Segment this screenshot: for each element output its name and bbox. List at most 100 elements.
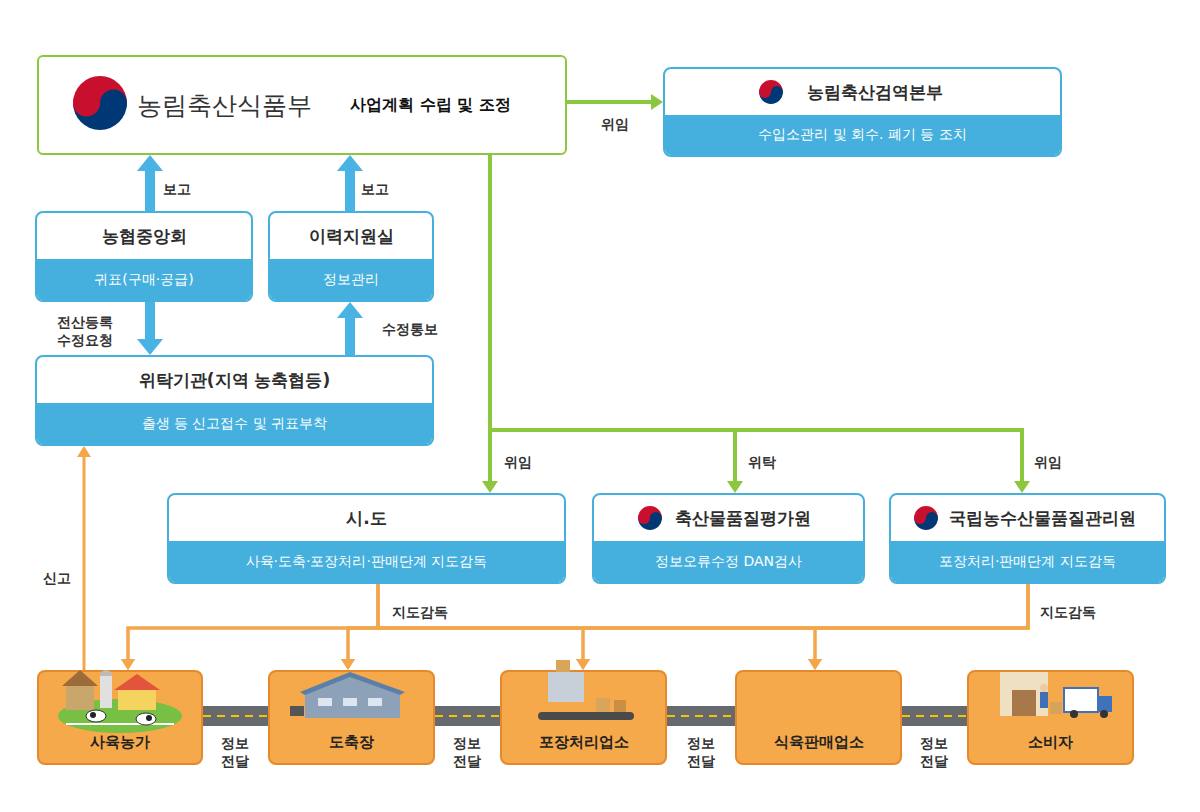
node-heading: 국립농수산물품질관리원 bbox=[949, 507, 1136, 530]
agency-box: 축산물품질평가원정보오류수정 DAN검사 bbox=[592, 493, 865, 584]
road-connector bbox=[902, 706, 967, 726]
edge-label: 정보 전달 bbox=[917, 734, 951, 770]
agency-box: 시.도사육·도축·포장처리·판매단계 지도감독 bbox=[167, 493, 566, 584]
edge-label: 보고 bbox=[355, 180, 395, 198]
edge-label: 위임 bbox=[595, 115, 635, 133]
road-center-line bbox=[667, 715, 735, 717]
arrow-connector bbox=[345, 171, 355, 211]
edge-label: 정보 전달 bbox=[684, 734, 718, 770]
connector-group bbox=[203, 716, 268, 717]
node-header: 국립농수산물품질관리원 bbox=[891, 495, 1164, 541]
arrow-connector bbox=[348, 584, 1028, 659]
edge-label: 지도감독 bbox=[385, 603, 455, 621]
node-header: 도축장 bbox=[270, 733, 433, 752]
edge-label: 위임 bbox=[498, 453, 538, 471]
arrow-connector bbox=[583, 584, 1028, 659]
connector-group bbox=[350, 318, 351, 355]
edge-label: 보고 bbox=[157, 180, 197, 198]
edge-label: 수정통보 bbox=[375, 320, 445, 338]
connector-group bbox=[583, 584, 1028, 659]
connector-group bbox=[567, 102, 651, 103]
arrow-connector bbox=[83, 457, 86, 670]
connector-group bbox=[84, 457, 85, 670]
supply-chain-stage: 포장처리업소 bbox=[500, 670, 667, 765]
node-heading: 포장처리업소 bbox=[539, 733, 629, 751]
arrow-connector bbox=[378, 584, 815, 659]
connector-group bbox=[378, 584, 815, 659]
arrow-connector bbox=[567, 100, 651, 104]
edge-label: 지도감독 bbox=[1033, 603, 1103, 621]
node-heading: 도축장 bbox=[329, 733, 374, 751]
connector-group bbox=[350, 171, 351, 211]
arrow-connector bbox=[145, 171, 155, 211]
supply-chain-stage: 소비자 bbox=[967, 670, 1134, 765]
node-band: 정보오류수정 DAN검사 bbox=[594, 541, 863, 582]
node-header: 축산물품질평가원 bbox=[594, 495, 863, 541]
arrow-connector bbox=[490, 155, 735, 481]
node-heading: 식육판매업소 bbox=[774, 733, 864, 751]
connector-group bbox=[815, 584, 1028, 659]
agency-box: 이력지원실정보관리 bbox=[268, 211, 434, 302]
edge-label: 신고 bbox=[37, 569, 77, 587]
node-band: 출생 등 신고접수 및 귀표부착 bbox=[37, 403, 432, 444]
connector-group bbox=[667, 716, 735, 717]
edge-label: 위임 bbox=[1028, 453, 1068, 471]
node-heading: 위탁기관(지역 농축협등) bbox=[139, 369, 330, 392]
arrow-connector bbox=[128, 584, 1028, 659]
arrow-connector bbox=[378, 584, 583, 659]
node-body: 사육·도축·포장처리·판매단계 지도감독 bbox=[246, 553, 488, 571]
node-heading: 시.도 bbox=[346, 507, 386, 530]
edge-label: 정보 전달 bbox=[218, 734, 252, 770]
connector-group bbox=[150, 302, 151, 339]
connector-group bbox=[128, 584, 378, 659]
node-header: 포장처리업소 bbox=[502, 733, 665, 752]
connector-group bbox=[490, 155, 735, 481]
node-band: 귀표(구매·공급) bbox=[37, 259, 251, 300]
agency-box: 농협중앙회귀표(구매·공급) bbox=[35, 211, 253, 302]
supply-chain-stage: 사육농가 bbox=[37, 670, 203, 765]
node-heading: 사육농가 bbox=[90, 733, 150, 751]
connector-group bbox=[902, 716, 967, 717]
node-body: 정보오류수정 DAN검사 bbox=[655, 553, 802, 571]
road-center-line bbox=[902, 715, 967, 717]
node-header: 소비자 bbox=[969, 733, 1132, 752]
node-body: 수입소관리 및 회수. 폐기 등 조치 bbox=[758, 126, 967, 144]
node-header: 농림축산검역본부 bbox=[665, 69, 1060, 115]
arrow-connector bbox=[128, 584, 378, 659]
road-center-line bbox=[435, 715, 500, 717]
node-body: 정보관리 bbox=[323, 271, 379, 289]
ministry-box: 농림축산식품부 사업계획 수립 및 조정 bbox=[37, 55, 567, 155]
node-band: 사육·도축·포장처리·판매단계 지도감독 bbox=[169, 541, 564, 582]
arrow-connector bbox=[348, 584, 378, 659]
node-header: 위탁기관(지역 농축협등) bbox=[37, 357, 432, 403]
node-band: 포장처리·판매단계 지도감독 bbox=[891, 541, 1164, 582]
node-heading: 소비자 bbox=[1028, 733, 1073, 751]
edge-label: 전산등록 수정요청 bbox=[50, 313, 120, 349]
connector-group bbox=[150, 171, 151, 211]
agency-box: 농림축산검역본부수입소관리 및 회수. 폐기 등 조치 bbox=[663, 67, 1062, 157]
node-body: 포장처리·판매단계 지도감독 bbox=[939, 553, 1116, 571]
node-body: 출생 등 신고접수 및 귀표부착 bbox=[142, 415, 328, 433]
arrow-connector bbox=[145, 302, 155, 339]
supply-chain-stage: 식육판매업소 bbox=[735, 670, 902, 765]
road-center-line bbox=[203, 715, 268, 717]
node-heading: 축산물품질평가원 bbox=[675, 507, 811, 530]
node-header: 농림축산식품부 bbox=[137, 89, 312, 122]
node-body: 사업계획 수립 및 조정 bbox=[350, 95, 511, 114]
connector-group bbox=[348, 584, 1028, 659]
node-band: 정보관리 bbox=[270, 259, 432, 300]
edge-label: 정보 전달 bbox=[450, 734, 484, 770]
node-heading: 농림축산식품부 bbox=[137, 91, 312, 120]
node-header: 사육농가 bbox=[39, 733, 201, 752]
node-header: 이력지원실 bbox=[270, 213, 432, 259]
node-heading: 농림축산검역본부 bbox=[807, 81, 943, 104]
agency-box: 국립농수산물품질관리원포장처리·판매단계 지도감독 bbox=[889, 493, 1166, 584]
node-heading: 이력지원실 bbox=[309, 225, 394, 248]
road-connector bbox=[435, 706, 500, 726]
node-band: 수입소관리 및 회수. 폐기 등 조치 bbox=[665, 115, 1060, 155]
node-header: 농협중앙회 bbox=[37, 213, 251, 259]
road-connector bbox=[667, 706, 735, 726]
arrow-connector bbox=[490, 155, 1022, 481]
arrow-connector bbox=[345, 318, 355, 355]
connector-group bbox=[490, 155, 1022, 481]
